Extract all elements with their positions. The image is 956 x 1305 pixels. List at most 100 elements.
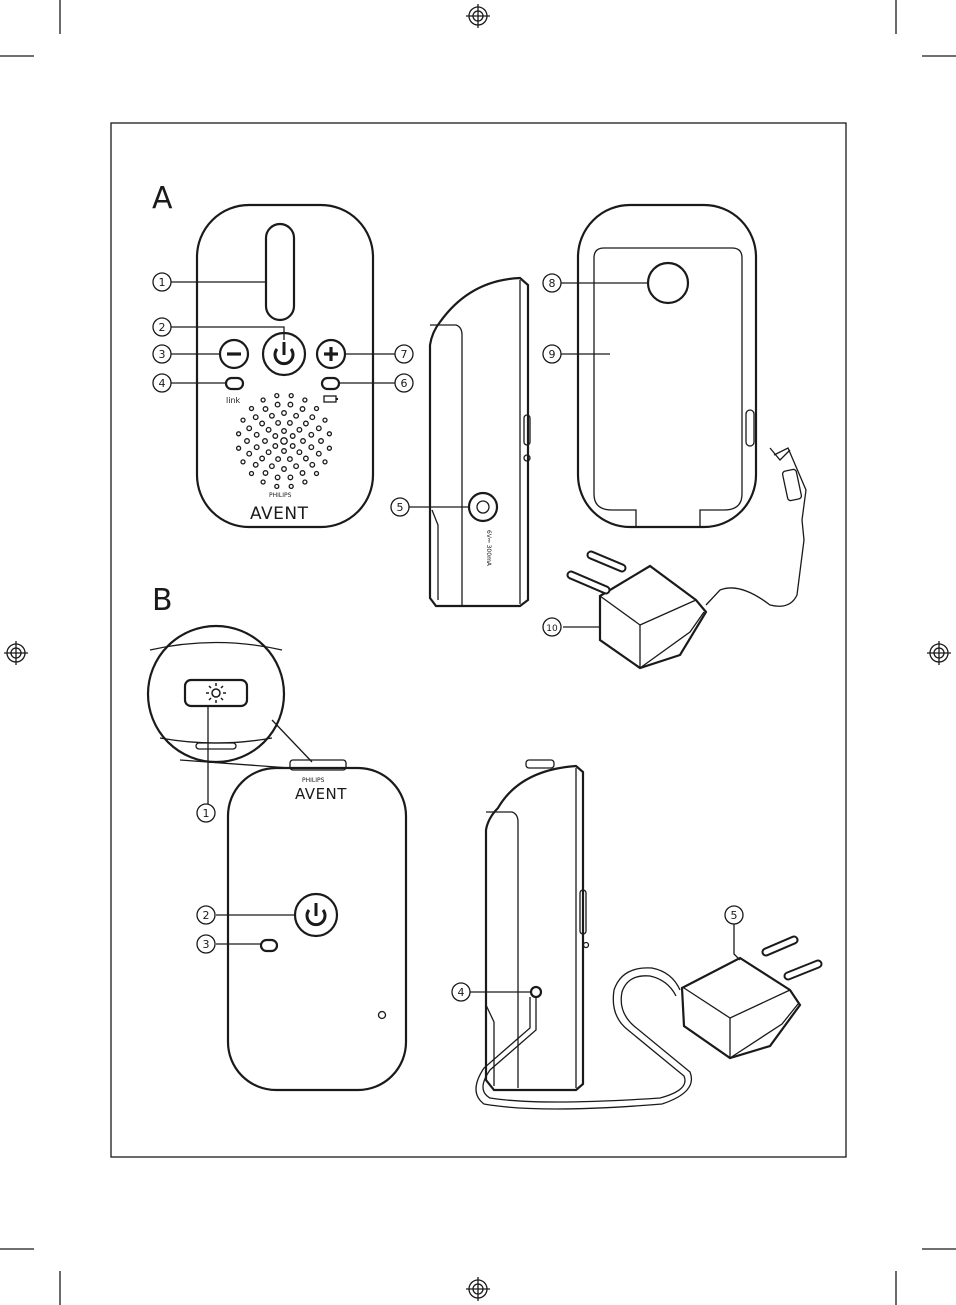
speaker-hole [237, 432, 241, 436]
callout-number: 1 [159, 276, 166, 289]
speaker-hole [323, 418, 327, 422]
callout-a-2: 2 [153, 318, 171, 336]
speaker-hole [303, 480, 307, 484]
brand-maker-b: PHILIPS [302, 777, 325, 784]
speaker-hole [288, 402, 293, 407]
power-adapter-a [571, 448, 806, 668]
callout-number: 5 [397, 501, 404, 514]
speaker-hole [304, 421, 309, 426]
speaker-hole [245, 439, 250, 444]
link-label: link [226, 396, 241, 405]
brand-maker: PHILIPS [269, 492, 292, 499]
speaker-hole [327, 432, 331, 436]
back-hook-hole [648, 263, 688, 303]
speaker-hole [288, 421, 293, 426]
registration-mark-bottom [466, 1277, 490, 1301]
speaker-hole [253, 415, 258, 420]
callout-number: 8 [549, 277, 556, 290]
speaker-hole [276, 421, 281, 426]
parent-unit-side [486, 760, 589, 1090]
speaker-hole [289, 484, 293, 488]
callout-b-5: 5 [725, 906, 743, 924]
adapter-spec-label: 6V⎓ 300mA [485, 530, 492, 567]
speaker-hole [282, 467, 287, 472]
callout-a-1: 1 [153, 273, 171, 291]
speaker-hole [281, 438, 287, 444]
speaker-hole [319, 439, 324, 444]
speaker-hole [260, 421, 265, 426]
speaker-hole [323, 460, 327, 464]
speaker-hole [273, 434, 278, 439]
registration-mark-right [927, 641, 951, 665]
callout-b-4: 4 [452, 983, 470, 1001]
callout-number: 4 [159, 377, 166, 390]
brand-name-b: AVENT [295, 785, 347, 803]
callout-b-2: 2 [197, 906, 215, 924]
speaker-hole [288, 475, 293, 480]
parent-link-light [261, 940, 277, 951]
speaker-hole [273, 444, 278, 449]
speaker-hole [275, 484, 279, 488]
callout-markers: 1 2 3 4 5 6 7 8 9 10 1 2 3 4 5 [153, 273, 743, 1001]
registration-mark-left [4, 641, 28, 665]
speaker-hole [250, 472, 254, 476]
speaker-hole [275, 402, 280, 407]
speaker-hole [317, 426, 322, 431]
callout-a-3: 3 [153, 345, 171, 363]
parent-power-socket [531, 987, 541, 997]
leader-lines [171, 282, 740, 992]
speaker-hole [290, 434, 295, 439]
speaker-hole [275, 394, 279, 398]
speaker-hole [276, 457, 281, 462]
speaker-hole [327, 446, 331, 450]
speaker-hole [266, 450, 271, 455]
night-light-detail-callout [148, 626, 312, 768]
callout-number: 3 [203, 938, 210, 951]
parent-unit-front: PHILIPS AVENT [228, 760, 406, 1090]
callout-a-6: 6 [395, 374, 413, 392]
callout-number: 5 [731, 909, 738, 922]
callout-b-1: 1 [197, 804, 215, 822]
speaker-hole [263, 471, 268, 476]
sun-icon [206, 683, 226, 703]
battery-icon [324, 396, 338, 402]
speaker-hole [247, 451, 252, 456]
section-label-b: B [152, 583, 173, 618]
speaker-hole [237, 446, 241, 450]
speaker-hole [301, 439, 306, 444]
speaker-hole [261, 398, 265, 402]
speaker-hole [282, 449, 287, 454]
speaker-hole [300, 407, 305, 412]
speaker-hole [254, 433, 259, 438]
speaker-hole [261, 480, 265, 484]
brand-name: AVENT [250, 504, 309, 524]
speaker-hole [282, 411, 287, 416]
callout-a-9: 9 [543, 345, 561, 363]
speaker-hole [303, 398, 307, 402]
speaker-hole [253, 463, 258, 468]
speaker-hole [300, 471, 305, 476]
speaker-hole [315, 407, 319, 411]
callout-number: 1 [203, 807, 210, 820]
callout-number: 9 [549, 348, 556, 361]
baby-unit-side: 6V⎓ 300mA [430, 278, 530, 606]
callout-number: 7 [401, 348, 408, 361]
callout-number: 2 [159, 321, 166, 334]
speaker-hole [247, 426, 252, 431]
speaker-hole [290, 444, 295, 449]
speaker-hole [317, 451, 322, 456]
callout-a-4: 4 [153, 374, 171, 392]
callout-number: 3 [159, 348, 166, 361]
callout-b-3: 3 [197, 935, 215, 953]
speaker-hole [309, 445, 314, 450]
callout-number: 6 [401, 377, 408, 390]
speaker-hole [241, 418, 245, 422]
power-adapter-b [476, 940, 818, 1109]
speaker-hole [288, 457, 293, 462]
speaker-hole [275, 475, 280, 480]
callout-a-10: 10 [543, 618, 561, 636]
callout-a-7: 7 [395, 345, 413, 363]
power-socket [469, 493, 497, 521]
